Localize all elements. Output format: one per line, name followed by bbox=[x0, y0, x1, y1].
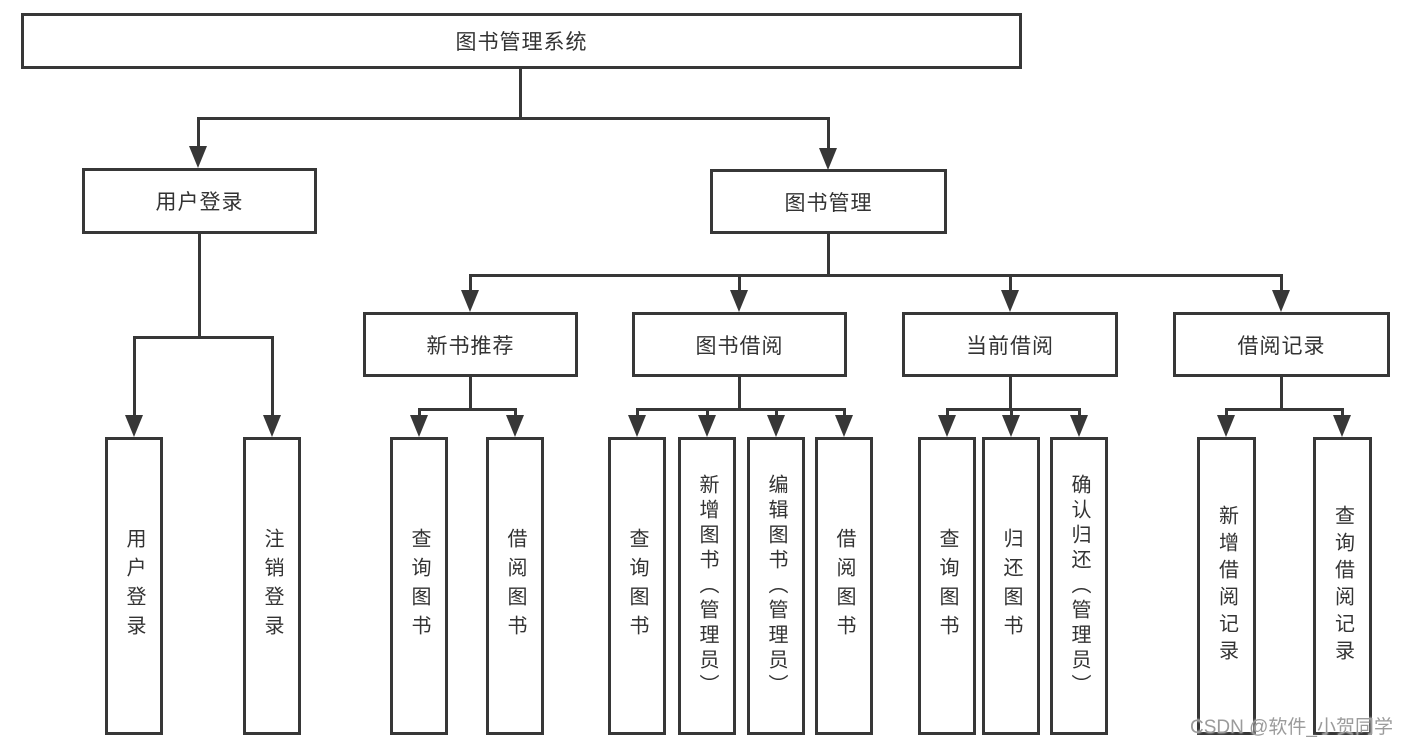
connector-line bbox=[946, 408, 949, 418]
connector-line bbox=[775, 408, 778, 418]
arrow-down-icon bbox=[819, 148, 837, 170]
node-borrow-records: 借阅记录 bbox=[1173, 312, 1390, 377]
node-label: 新增借阅记录 bbox=[1215, 505, 1238, 667]
node-label: 用户登录 bbox=[123, 528, 145, 644]
connector-line bbox=[738, 377, 741, 408]
connector-line bbox=[133, 336, 274, 339]
arrow-down-icon bbox=[1217, 415, 1235, 437]
connector-line bbox=[469, 274, 472, 293]
arrow-down-icon bbox=[1001, 290, 1019, 312]
node-leaf-confirm-return-admin: 确认归还（管理员） bbox=[1050, 437, 1108, 735]
node-book-management: 图书管理 bbox=[710, 169, 947, 234]
connector-line bbox=[514, 408, 517, 418]
connector-line bbox=[418, 408, 421, 418]
connector-line bbox=[843, 408, 846, 418]
connector-line bbox=[519, 68, 522, 118]
node-book-borrowing: 图书借阅 bbox=[632, 312, 847, 377]
node-leaf-query-books-2: 查询图书 bbox=[608, 437, 666, 735]
arrow-down-icon bbox=[1272, 290, 1290, 312]
node-leaf-return-books: 归还图书 bbox=[982, 437, 1040, 735]
connector-line bbox=[738, 274, 741, 293]
arrow-down-icon bbox=[1002, 415, 1020, 437]
node-label: 归还图书 bbox=[1000, 528, 1022, 644]
node-current-borrowing: 当前借阅 bbox=[902, 312, 1118, 377]
arrow-down-icon bbox=[461, 290, 479, 312]
connector-line bbox=[1010, 408, 1013, 418]
connector-line bbox=[827, 234, 830, 274]
connector-line bbox=[1225, 408, 1344, 411]
node-leaf-borrow-books-2: 借阅图书 bbox=[815, 437, 873, 735]
arrow-down-icon bbox=[767, 415, 785, 437]
node-leaf-edit-books-admin: 编辑图书（管理员） bbox=[747, 437, 805, 735]
arrow-down-icon bbox=[506, 415, 524, 437]
connector-line bbox=[946, 408, 1081, 411]
connector-line bbox=[1280, 377, 1283, 408]
node-label: 新增图书（管理员） bbox=[696, 473, 718, 699]
csdn-watermark: CSDN @软件_小贺同学 bbox=[1190, 717, 1393, 738]
node-label: 注销登录 bbox=[261, 528, 283, 644]
connector-line bbox=[1009, 274, 1012, 293]
node-leaf-add-borrow-record: 新增借阅记录 bbox=[1197, 437, 1256, 735]
connector-line bbox=[133, 336, 136, 418]
arrow-down-icon bbox=[730, 290, 748, 312]
node-label: 图书管理 bbox=[784, 191, 873, 215]
arrow-down-icon bbox=[410, 415, 428, 437]
node-label: 当前借阅 bbox=[966, 334, 1054, 358]
connector-line bbox=[198, 233, 201, 336]
arrow-down-icon bbox=[938, 415, 956, 437]
node-leaf-query-books-1: 查询图书 bbox=[390, 437, 448, 735]
node-leaf-borrow-books-1: 借阅图书 bbox=[486, 437, 544, 735]
node-label: 编辑图书（管理员） bbox=[765, 473, 787, 699]
node-label: 图书借阅 bbox=[695, 334, 784, 358]
node-label: 图书管理系统 bbox=[455, 31, 588, 54]
arrow-down-icon bbox=[835, 415, 853, 437]
node-leaf-user-login: 用户登录 bbox=[105, 437, 163, 735]
connector-line bbox=[636, 408, 846, 411]
connector-line bbox=[469, 274, 1283, 277]
node-label: 查询图书 bbox=[408, 528, 430, 644]
node-label: 查询图书 bbox=[936, 528, 958, 644]
arrow-down-icon bbox=[1070, 415, 1088, 437]
node-leaf-query-borrow-record: 查询借阅记录 bbox=[1313, 437, 1372, 735]
arrow-down-icon bbox=[263, 415, 281, 437]
node-label: 新书推荐 bbox=[426, 334, 515, 358]
node-label: 查询图书 bbox=[626, 528, 648, 644]
arrow-down-icon bbox=[189, 146, 207, 168]
arrow-down-icon bbox=[125, 415, 143, 437]
connector-line bbox=[1280, 274, 1283, 293]
node-label: 确认归还（管理员） bbox=[1068, 473, 1090, 699]
connector-line bbox=[706, 408, 709, 418]
arrow-down-icon bbox=[698, 415, 716, 437]
connector-line bbox=[197, 117, 200, 149]
node-label: 用户登录 bbox=[155, 191, 244, 214]
connector-line bbox=[1225, 408, 1228, 418]
connector-line bbox=[1341, 408, 1344, 418]
node-leaf-add-books-admin: 新增图书（管理员） bbox=[678, 437, 736, 735]
node-label: 查询借阅记录 bbox=[1331, 505, 1354, 667]
connector-line bbox=[418, 408, 517, 411]
node-new-book-recommendation: 新书推荐 bbox=[363, 312, 578, 377]
connector-line bbox=[469, 377, 472, 408]
connector-line bbox=[271, 336, 274, 418]
node-library-management-system: 图书管理系统 bbox=[21, 13, 1022, 69]
connector-line bbox=[1078, 408, 1081, 418]
node-label: 借阅图书 bbox=[504, 528, 526, 644]
connector-line bbox=[1009, 377, 1012, 408]
node-leaf-logout: 注销登录 bbox=[243, 437, 301, 735]
node-label: 借阅图书 bbox=[833, 528, 855, 644]
connector-line bbox=[636, 408, 639, 418]
arrow-down-icon bbox=[628, 415, 646, 437]
node-user-login: 用户登录 bbox=[82, 168, 317, 234]
arrow-down-icon bbox=[1333, 415, 1351, 437]
node-leaf-query-books-3: 查询图书 bbox=[918, 437, 976, 735]
connector-line bbox=[827, 117, 830, 151]
connector-line bbox=[197, 117, 830, 120]
node-label: 借阅记录 bbox=[1237, 334, 1326, 358]
